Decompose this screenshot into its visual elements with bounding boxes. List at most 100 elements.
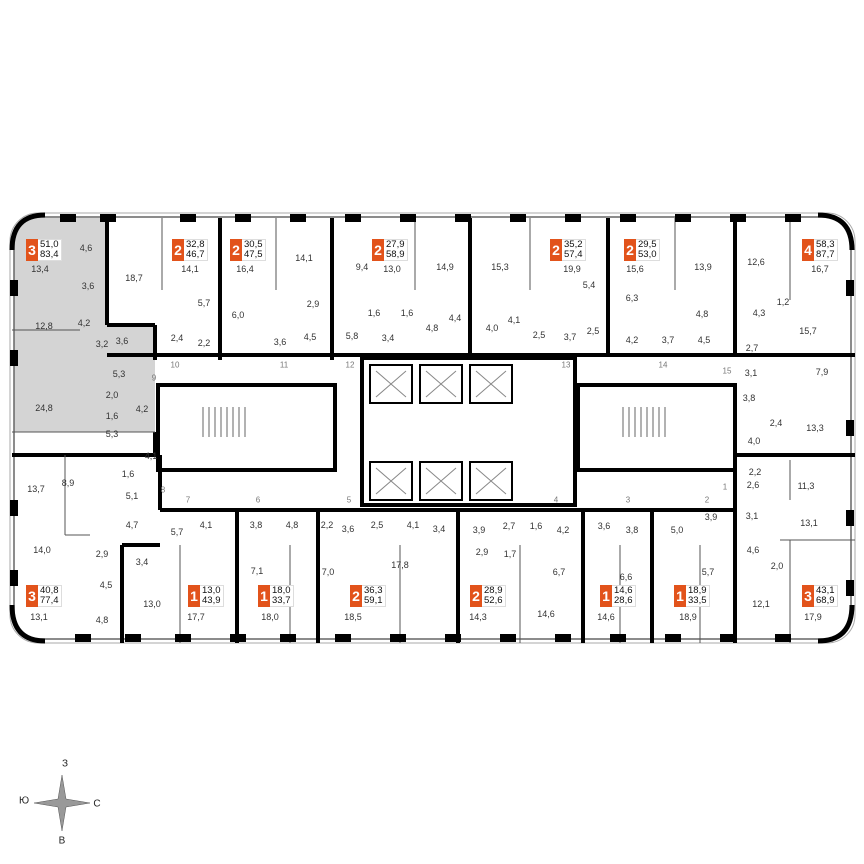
room-count: 4 bbox=[802, 239, 814, 261]
room-area-label: 2,2 bbox=[748, 467, 762, 477]
entrance-number: 5 bbox=[346, 495, 352, 505]
room-area-label: 1,6 bbox=[529, 521, 543, 531]
column bbox=[785, 214, 801, 222]
room-area-label: 2,4 bbox=[170, 333, 184, 343]
column bbox=[846, 420, 854, 436]
room-area-label: 13,3 bbox=[806, 423, 824, 433]
room-area-label: 14,6 bbox=[537, 609, 555, 619]
room-area-label: 2,6 bbox=[746, 480, 760, 490]
column bbox=[846, 580, 854, 596]
column bbox=[180, 214, 196, 222]
room-area-label: 14,3 bbox=[469, 612, 487, 622]
column bbox=[510, 214, 526, 222]
room-area-label: 6,0 bbox=[231, 310, 245, 320]
total-area: 47,5 bbox=[244, 249, 263, 260]
room-area-label: 2,7 bbox=[502, 521, 516, 531]
column bbox=[500, 634, 516, 642]
elevator-cross-icon bbox=[425, 467, 457, 495]
room-area-label: 3,6 bbox=[115, 336, 129, 346]
entrance-number: 4 bbox=[553, 495, 559, 505]
room-area-label: 13,4 bbox=[31, 264, 49, 274]
room-area-label: 15,7 bbox=[799, 326, 817, 336]
elevator-core bbox=[360, 356, 577, 507]
stair-block bbox=[576, 383, 737, 472]
column bbox=[675, 214, 691, 222]
total-area: 52,6 bbox=[484, 595, 503, 606]
entrance-number: 7 bbox=[185, 495, 191, 505]
room-area-label: 18,0 bbox=[261, 612, 279, 622]
elevator-shaft bbox=[419, 364, 463, 404]
room-area-label: 11,3 bbox=[797, 481, 815, 491]
room-area-label: 5,3 bbox=[105, 429, 119, 439]
column bbox=[100, 214, 116, 222]
room-count: 2 bbox=[550, 239, 562, 261]
living-area: 35,2 bbox=[564, 239, 583, 250]
room-area-label: 4,8 bbox=[285, 520, 299, 530]
column bbox=[290, 214, 306, 222]
living-area: 29,5 bbox=[638, 239, 657, 250]
room-area-label: 7,9 bbox=[815, 367, 829, 377]
room-area-label: 3,9 bbox=[704, 512, 718, 522]
column bbox=[10, 280, 18, 296]
room-area-label: 4,6 bbox=[746, 545, 760, 555]
room-area-label: 8,9 bbox=[61, 478, 75, 488]
living-area: 13,0 bbox=[202, 585, 221, 596]
column bbox=[235, 214, 251, 222]
outer-facade bbox=[9, 212, 856, 644]
room-area-label: 13,0 bbox=[383, 264, 401, 274]
total-area: 87,7 bbox=[816, 249, 835, 260]
room-area-label: 5,7 bbox=[170, 527, 184, 537]
room-area-label: 2,9 bbox=[95, 549, 109, 559]
room-count: 2 bbox=[230, 239, 242, 261]
entrance-number: 11 bbox=[279, 360, 289, 370]
compass-south: В bbox=[58, 835, 66, 847]
room-area-label: 13,1 bbox=[30, 612, 48, 622]
compass-rose-icon bbox=[33, 774, 91, 832]
room-area-label: 5,8 bbox=[345, 331, 359, 341]
column bbox=[620, 214, 636, 222]
room-area-label: 2,2 bbox=[320, 520, 334, 530]
total-area: 43,9 bbox=[202, 595, 221, 606]
room-area-label: 4,1 bbox=[507, 315, 521, 325]
column bbox=[230, 634, 246, 642]
elevator-cross-icon bbox=[375, 370, 407, 398]
room-area-label: 6,7 bbox=[552, 567, 566, 577]
living-area: 36,3 bbox=[364, 585, 383, 596]
room-area-label: 5,4 bbox=[582, 280, 596, 290]
entrance-number: 13 bbox=[561, 360, 571, 370]
room-area-label: 3,9 bbox=[472, 525, 486, 535]
entrance-number: 9 bbox=[151, 373, 157, 383]
entrance-number: 2 bbox=[704, 495, 710, 505]
elevator-shaft bbox=[469, 461, 513, 501]
room-area-label: 17,7 bbox=[187, 612, 205, 622]
room-count: 3 bbox=[802, 585, 814, 607]
room-area-label: 4,4 bbox=[448, 313, 462, 323]
room-area-label: 4,5 bbox=[303, 332, 317, 342]
room-area-label: 13,0 bbox=[143, 599, 161, 609]
room-count: 2 bbox=[624, 239, 636, 261]
column bbox=[610, 634, 626, 642]
room-area-label: 16,4 bbox=[236, 264, 254, 274]
room-count: 1 bbox=[188, 585, 200, 607]
room-area-label: 6,3 bbox=[625, 293, 639, 303]
